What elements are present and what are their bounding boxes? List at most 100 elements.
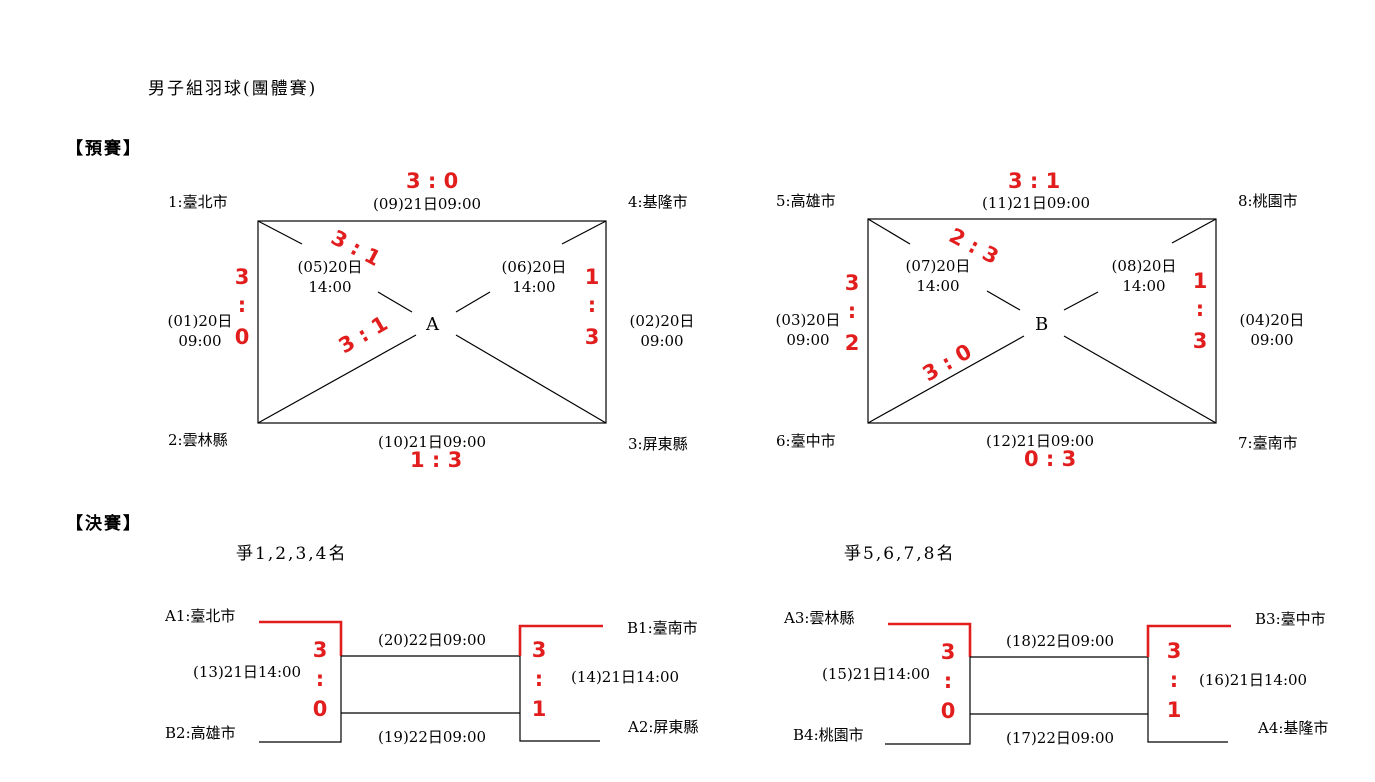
- score-m04-b: 3: [1192, 329, 1208, 353]
- team-b2: 6:臺中市: [776, 432, 836, 450]
- match-m05-time: 14:00: [308, 278, 352, 296]
- score-m14-a: 3: [531, 638, 547, 662]
- final-b-left-top-red: [888, 622, 972, 657]
- match-m19: (19)22日09:00: [378, 728, 487, 746]
- score-m14-b: 1: [531, 697, 547, 721]
- group-a-box: [257, 220, 607, 424]
- final-a-left-top-red: [259, 620, 343, 656]
- final-bottom-team-tl: A3:雲林縣: [784, 609, 855, 627]
- score-m10: 1 : 3: [410, 448, 463, 472]
- final-top-team-br: A2:屏東縣: [628, 718, 699, 736]
- score-m16-b: 1: [1166, 698, 1182, 722]
- team-b3: 7:臺南市: [1238, 434, 1298, 452]
- score-m01-b: 0: [234, 325, 250, 349]
- group-a-label: A: [426, 314, 439, 335]
- score-m02-colon: :: [587, 293, 597, 317]
- match-m18: (18)22日09:00: [1006, 632, 1115, 650]
- score-m04-colon: :: [1195, 297, 1205, 321]
- group-b-diag-br: [1063, 335, 1217, 424]
- match-m02-num: (02)20日: [629, 312, 695, 330]
- match-m04-time: 09:00: [1250, 331, 1294, 349]
- score-m13-a: 3: [312, 638, 328, 662]
- score-m01-colon: :: [237, 293, 247, 317]
- group-b-diag-tr: [1171, 218, 1217, 244]
- score-m15-a: 3: [940, 640, 956, 664]
- section-prelim: 【預賽】: [66, 139, 142, 159]
- score-m14-colon: :: [534, 667, 544, 691]
- group-a-diag-tr: [561, 220, 607, 245]
- score-m11: 3 : 1: [1008, 169, 1061, 193]
- match-m03-time: 09:00: [786, 331, 830, 349]
- group-b-diag-bl: [867, 335, 1025, 424]
- score-m02-a: 1: [584, 265, 600, 289]
- final-bottom-heading: 爭5,6,7,8名: [844, 544, 956, 564]
- group-b-diag-tr-inner: [1063, 291, 1099, 311]
- team-a3: 3:屏東縣: [628, 435, 688, 453]
- match-m16: (16)21日14:00: [1199, 671, 1308, 689]
- final-bottom-team-bl: B4:桃園市: [793, 726, 864, 744]
- match-m13: (13)21日14:00: [193, 663, 302, 681]
- final-bottom-team-tr: B3:臺中市: [1255, 610, 1326, 628]
- match-m14: (14)21日14:00: [571, 668, 680, 686]
- match-m08-time: 14:00: [1122, 277, 1166, 295]
- score-m03-a: 3: [844, 271, 860, 295]
- match-m06-num: (06)20日: [501, 258, 567, 276]
- score-m16-a: 3: [1166, 639, 1182, 663]
- score-m15-colon: :: [943, 669, 953, 693]
- team-a1: 1:臺北市: [168, 193, 228, 211]
- group-a-diag-tl-inner: [377, 291, 413, 313]
- match-m15: (15)21日14:00: [822, 665, 931, 683]
- group-b-box: [867, 218, 1217, 424]
- match-m07-num: (07)20日: [905, 257, 971, 275]
- score-m03-colon: :: [847, 299, 857, 323]
- group-a-diag-bl: [257, 334, 417, 424]
- group-b-diag-tl: [867, 218, 911, 245]
- match-m12: (12)21日09:00: [986, 432, 1095, 450]
- score-m15-b: 0: [940, 699, 956, 723]
- match-m07-time: 14:00: [916, 277, 960, 295]
- score-m12: 0 : 3: [1024, 447, 1077, 471]
- match-m04-num: (04)20日: [1239, 311, 1305, 329]
- final-b-left-bottom: [885, 657, 971, 745]
- match-m09: (09)21日09:00: [373, 195, 482, 213]
- final-a-right-bottom: [519, 656, 600, 742]
- score-m01-a: 3: [234, 265, 250, 289]
- match-m01-time: 09:00: [178, 332, 222, 350]
- match-m05-num: (05)20日: [297, 258, 363, 276]
- section-final: 【決賽】: [66, 514, 142, 534]
- match-m08-num: (08)20日: [1111, 257, 1177, 275]
- match-m03-num: (03)20日: [775, 311, 841, 329]
- match-m01-num: (01)20日: [167, 312, 233, 330]
- match-m11: (11)21日09:00: [982, 194, 1091, 212]
- group-b-label: B: [1035, 314, 1049, 335]
- group-b-diag-tl-inner: [986, 290, 1021, 311]
- final-top-team-tl: A1:臺北市: [165, 607, 236, 625]
- match-m17: (17)22日09:00: [1006, 729, 1115, 747]
- score-m13-b: 0: [312, 697, 328, 721]
- final-top-team-tr: B1:臺南市: [627, 619, 698, 637]
- score-m02-b: 3: [584, 325, 600, 349]
- score-m16-colon: :: [1169, 668, 1179, 692]
- match-m02-time: 09:00: [640, 332, 684, 350]
- team-b1: 5:高雄市: [776, 192, 836, 210]
- group-a-diag-br: [455, 334, 607, 424]
- final-b-right-bottom: [1147, 657, 1228, 743]
- score-m04-a: 1: [1192, 269, 1208, 293]
- final-a-left-bottom: [259, 656, 342, 743]
- score-m13-colon: :: [315, 667, 325, 691]
- team-b4: 8:桃園市: [1238, 192, 1298, 210]
- match-m06-time: 14:00: [512, 278, 556, 296]
- match-m10: (10)21日09:00: [378, 433, 487, 451]
- score-m09: 3 : 0: [406, 169, 459, 193]
- team-a4: 4:基隆市: [628, 193, 688, 211]
- final-bottom-team-br: A4:基隆市: [1258, 719, 1329, 737]
- team-a2: 2:雲林縣: [168, 431, 228, 449]
- final-b-right-top-red: [1146, 624, 1231, 657]
- group-a-diag-tr-inner: [455, 291, 491, 313]
- group-a-diag-tl: [257, 220, 303, 245]
- page-title: 男子組羽球(團體賽): [148, 79, 318, 99]
- match-m20: (20)22日09:00: [378, 631, 487, 649]
- score-m03-b: 2: [844, 331, 860, 355]
- final-top-team-bl: B2:高雄市: [165, 724, 236, 742]
